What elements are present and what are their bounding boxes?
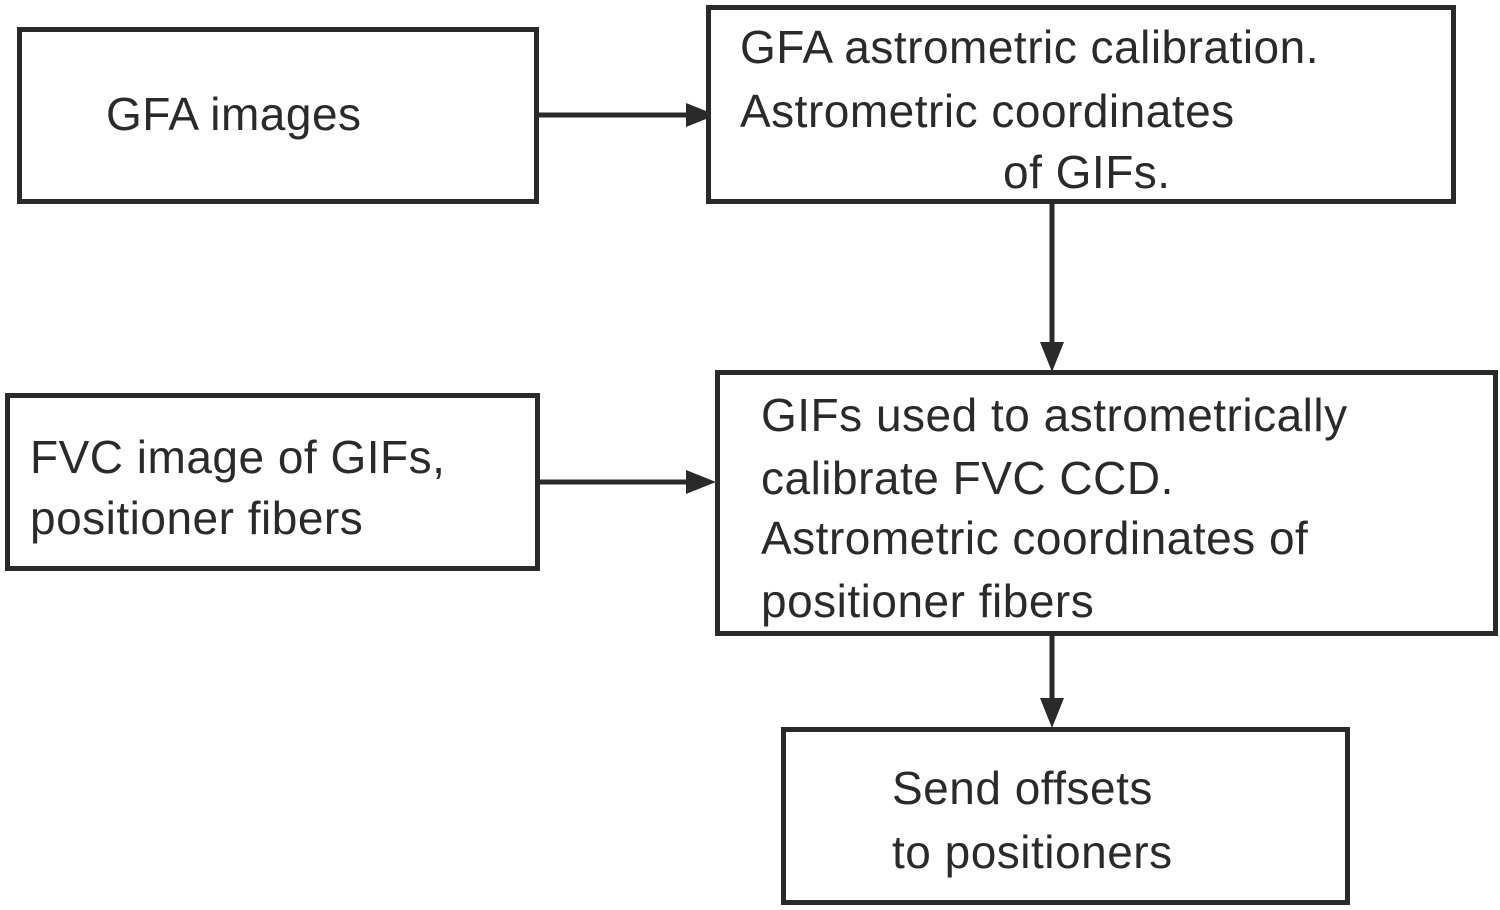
node-send-offsets-line-2: to positioners — [892, 826, 1173, 878]
arrow-fvc-image-to-gifs-used — [538, 470, 716, 494]
node-fvc-image: FVC image of GIFs, positioner fibers — [5, 393, 540, 571]
arrow-gfa-images-to-calibration — [538, 103, 716, 127]
arrow-gifs-used-to-send-offsets — [1040, 635, 1064, 728]
node-gifs-calibrate: GIFs used to astrometrically calibrate F… — [715, 370, 1498, 636]
node-gifs-calibrate-line-1: GIFs used to astrometrically — [761, 389, 1348, 441]
node-gfa-images-line-1: GFA images — [106, 88, 362, 140]
node-gifs-calibrate-line-2: calibrate FVC CCD. — [761, 452, 1174, 504]
node-gfa-calibration-line-2: Astrometric coordinates — [740, 85, 1235, 137]
node-send-offsets: Send offsets to positioners — [781, 727, 1350, 905]
arrow-calibration-to-gifs-used — [1040, 203, 1064, 372]
node-gfa-calibration-line-1: GFA astrometric calibration. — [740, 21, 1319, 73]
node-gfa-calibration-line-3: of GIFs. — [1003, 146, 1171, 198]
node-fvc-image-line-2: positioner fibers — [30, 492, 364, 544]
node-gfa-calibration: GFA astrometric calibration. Astrometric… — [706, 5, 1456, 204]
node-gfa-images: GFA images — [17, 27, 539, 204]
node-gifs-calibrate-line-4: positioner fibers — [761, 575, 1095, 627]
node-fvc-image-line-1: FVC image of GIFs, — [30, 431, 446, 483]
node-gifs-calibrate-line-3: Astrometric coordinates of — [761, 512, 1309, 564]
node-send-offsets-line-1: Send offsets — [892, 762, 1153, 814]
